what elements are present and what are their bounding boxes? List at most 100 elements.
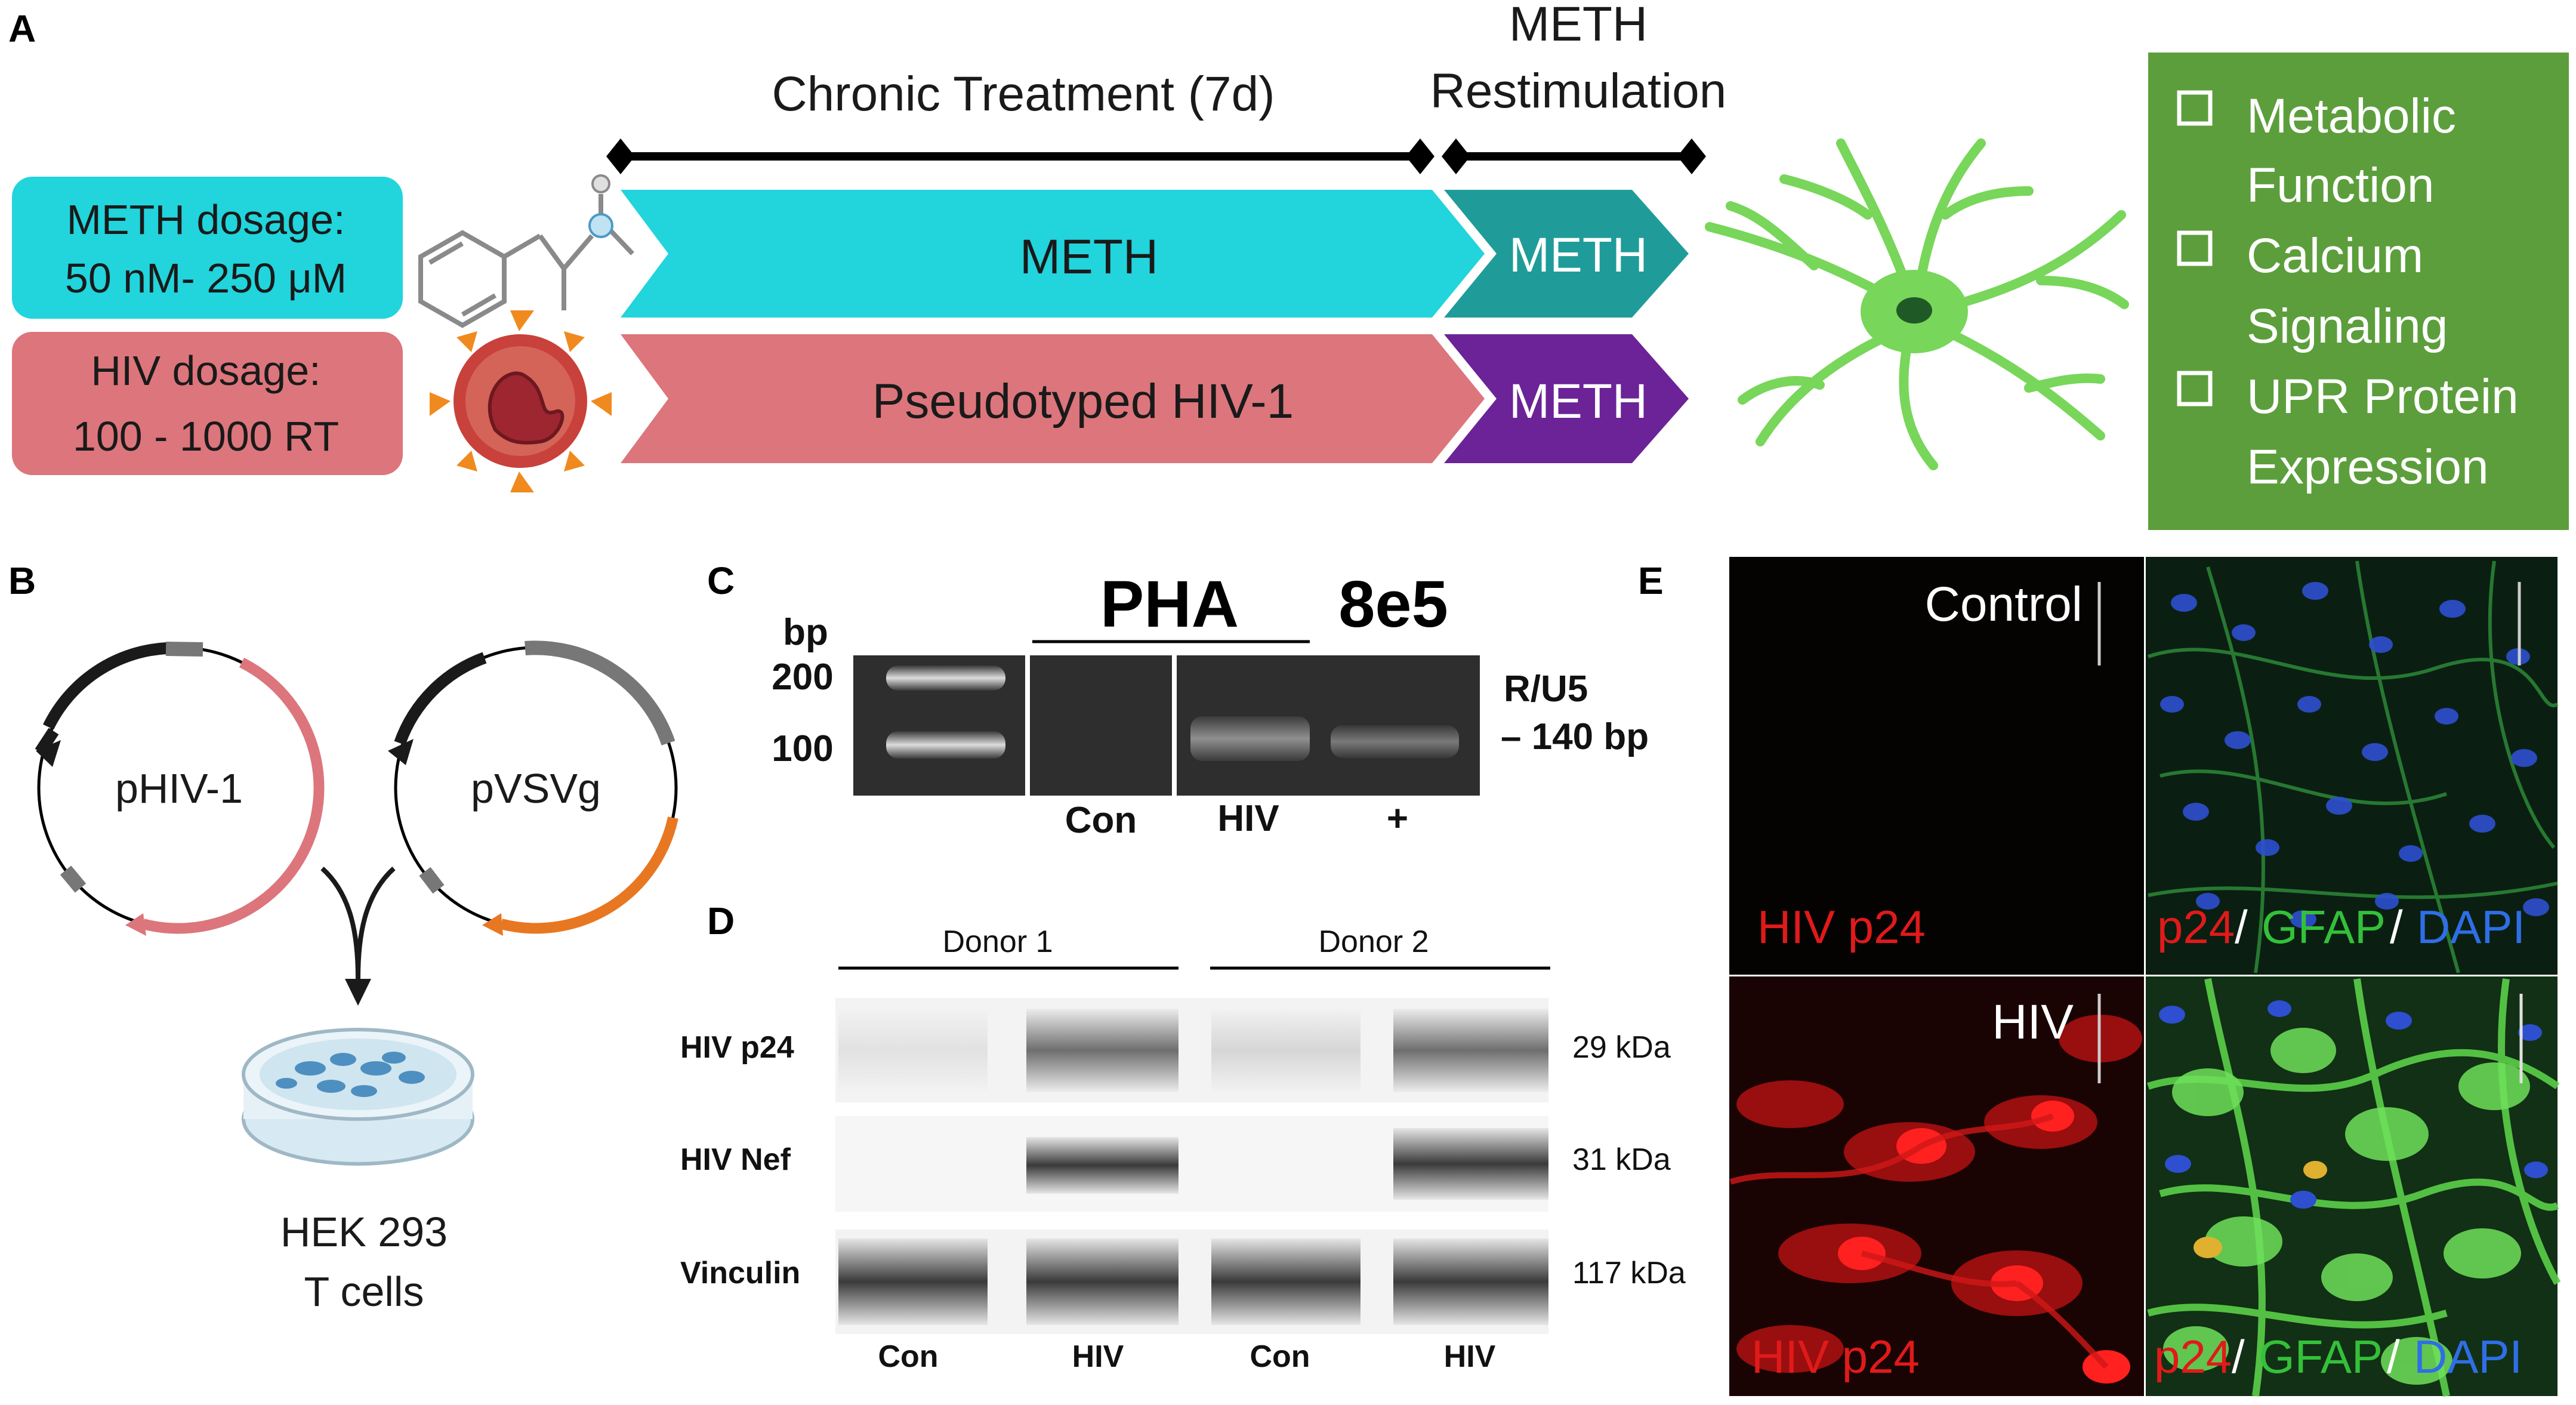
plasmid-pvsvg-icon (394, 640, 678, 934)
outcome-2-line1: Calcium (2247, 229, 2423, 283)
hiv-p24-image (1729, 976, 2144, 1396)
restim-label-line2: Restimulation (1430, 64, 1727, 118)
control-p24-image (1729, 557, 2144, 975)
bp-100-label: 100 (772, 728, 833, 769)
lane-con-label: Con (1065, 800, 1137, 841)
pvsvg-orange-arrowhead-icon (482, 913, 503, 936)
outcome-3-line1: UPR Protein (2247, 369, 2519, 424)
phiv-arrowhead-icon (36, 740, 61, 767)
donor-1-label: Donor 1 (943, 925, 1053, 959)
hiv-label: HIV (1992, 995, 2074, 1049)
pvsvg-arrowhead-icon (388, 739, 414, 765)
nitrogen-atom-icon (588, 213, 613, 238)
outcome-1-line1: Metabolic (2247, 89, 2456, 143)
plasmid-pvsvg-label: pVSVg (471, 765, 601, 812)
wb-lane-1-label: Con (878, 1339, 938, 1374)
meth-treatment-arrow (621, 190, 1485, 318)
hek-cells-line2: T cells (304, 1268, 424, 1315)
outcomes-box (2148, 53, 2569, 530)
ladder-band-100 (886, 731, 1005, 759)
meth-restim-arrow-label: METH (1509, 228, 1648, 282)
panel-label-e: E (1638, 559, 1664, 602)
wb-vinculin-donor1-hiv (1026, 1238, 1179, 1325)
outcome-checkboxes (2177, 90, 2213, 406)
donor-2-label: Donor 2 (1319, 925, 1429, 959)
meth-restim-arrow (1444, 190, 1689, 318)
control-merge-p24: p24 (2157, 901, 2235, 953)
pcr-gel (853, 655, 1480, 796)
8e5-label: 8e5 (1338, 568, 1448, 641)
row-nef-label: HIV Nef (680, 1142, 791, 1177)
control-merge-gfap: GFAP (2262, 901, 2386, 953)
merge-arrow-icon (320, 867, 396, 979)
hiv-merge-p24: p24 (2154, 1330, 2232, 1383)
hiv-arrow-label: Pseudotyped HIV-1 (872, 374, 1294, 429)
row-p24-kda: 29 kDa (1572, 1030, 1671, 1065)
positive-pcr-band (1331, 725, 1459, 758)
plasmid-phiv-icon (35, 642, 325, 934)
chronic-timeline (606, 138, 1434, 174)
hydrogen-atom-icon (591, 174, 610, 193)
control-merge-dapi: DAPI (2417, 901, 2525, 953)
merge-arrowhead-icon (345, 979, 371, 1006)
wb-lane-2-label: HIV (1072, 1339, 1124, 1374)
wb-nef-donor2-hiv (1393, 1128, 1548, 1200)
product-label-line1: R/U5 (1504, 668, 1588, 710)
meth-dosage-line1: METH dosage: (67, 196, 345, 243)
hiv-p24-label: HIV p24 (1751, 1330, 1920, 1383)
hiv-restim-arrow-label: METH (1509, 374, 1648, 429)
hiv-merge-gfap: GFAP (2259, 1330, 2383, 1383)
wb-p24-donor2-con (1211, 1009, 1361, 1092)
wb-vinculin-donor2-hiv (1393, 1238, 1548, 1325)
wb-lane-4-label: HIV (1444, 1339, 1496, 1374)
hiv-pcr-band (1190, 716, 1310, 761)
wb-p24-donor1-hiv (1026, 1009, 1179, 1092)
pha-label: PHA (1100, 568, 1239, 641)
hek-cells-line1: HEK 293 (280, 1209, 448, 1255)
row-p24-label: HIV p24 (680, 1030, 794, 1065)
row-nef-kda: 31 kDa (1572, 1142, 1671, 1177)
wb-nef-donor1-hiv (1026, 1137, 1179, 1194)
hiv-treatment-arrow (621, 334, 1485, 463)
panel-label-d: D (707, 899, 735, 942)
meth-dosage-line2: 50 nM- 250 μM (65, 255, 347, 301)
hiv-dosage-line1: HIV dosage: (91, 347, 320, 394)
meth-dosage-box (12, 177, 403, 319)
restim-label-line1: METH (1509, 0, 1648, 51)
panel-label-b: B (8, 559, 36, 602)
lane-hiv-label: HIV (1217, 798, 1279, 839)
wb-p24-donor1-con (838, 1009, 988, 1092)
hiv-merge-slash-2: / (2387, 1330, 2400, 1383)
outcome-3-line2: Expression (2247, 440, 2489, 494)
outcome-1-line2: Function (2247, 158, 2435, 212)
wb-lane-3-label: Con (1250, 1339, 1310, 1374)
chronic-treatment-label: Chronic Treatment (7d) (772, 67, 1275, 121)
petri-dish-icon (242, 1028, 474, 1166)
panel-label-c: C (707, 559, 735, 602)
ladder-band-200 (886, 665, 1005, 691)
lane-positive-label: + (1387, 798, 1408, 839)
product-label-line2: – 140 bp (1501, 716, 1649, 757)
control-merge-image (2146, 557, 2559, 975)
control-merge-slash-2: / (2390, 901, 2403, 953)
hiv-virus-icon (430, 310, 612, 492)
wb-p24-donor2-hiv (1393, 1009, 1548, 1092)
hiv-merge-slash-1: / (2232, 1330, 2245, 1383)
hiv-merge-dapi: DAPI (2414, 1330, 2522, 1383)
bp-label: bp (783, 612, 828, 653)
control-p24-label: HIV p24 (1757, 901, 1926, 953)
hiv-merge-image (2146, 976, 2561, 1397)
hiv-dosage-line2: 100 - 1000 RT (73, 413, 339, 460)
western-blot (835, 998, 1548, 1334)
row-vinculin-kda: 117 kDa (1572, 1256, 1686, 1290)
outcome-2-line2: Signaling (2247, 299, 2448, 353)
control-merge-slash-1: / (2235, 901, 2248, 953)
panel-label-a: A (8, 7, 36, 50)
restim-timeline (1442, 138, 1706, 174)
wb-vinculin-donor2-con (1211, 1238, 1361, 1325)
hiv-dosage-box (12, 332, 403, 475)
phiv-pink-arrowhead-icon (125, 913, 146, 936)
plasmid-phiv-label: pHIV-1 (115, 765, 243, 812)
astrocyte-icon (1705, 138, 2129, 470)
